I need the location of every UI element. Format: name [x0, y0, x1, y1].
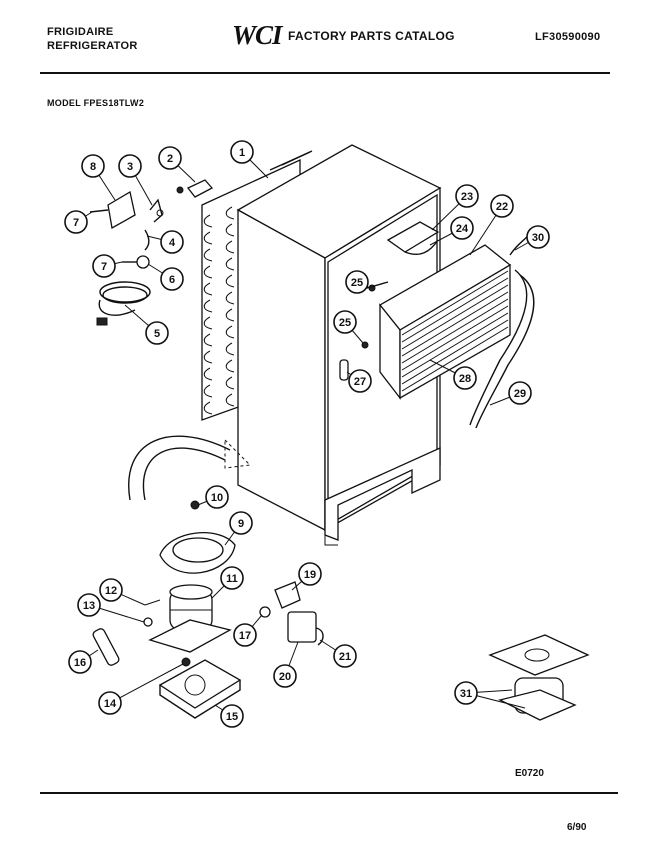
thermistor-27: [339, 359, 349, 381]
brand-line-1: FRIGIDAIRE: [47, 26, 114, 38]
callout-c7a: 7: [64, 210, 88, 234]
svg-text:23: 23: [461, 191, 473, 203]
spacer-14: [181, 657, 191, 667]
callout-c28: 28: [453, 366, 477, 390]
footer-rule: [40, 792, 618, 794]
callout-c31: 31: [454, 681, 478, 705]
drain-bracket: [386, 221, 440, 256]
callout-c21: 21: [333, 644, 357, 668]
callout-c25b: 25: [333, 310, 357, 334]
callout-c30: 30: [526, 225, 550, 249]
grommet-10: [190, 500, 200, 510]
callout-c7b: 7: [92, 254, 116, 278]
svg-text:5: 5: [154, 328, 160, 340]
svg-text:30: 30: [532, 232, 544, 244]
drain-tube: [128, 435, 231, 501]
callout-c24: 24: [450, 216, 474, 240]
svg-text:3: 3: [127, 161, 133, 173]
svg-text:8: 8: [90, 161, 96, 173]
callout-c2: 2: [158, 146, 182, 170]
drier-16: [92, 628, 120, 666]
callout-c11: 11: [220, 566, 244, 590]
evaporator-coil: [379, 231, 535, 429]
callout-c3: 3: [118, 154, 142, 178]
compressor-11: [148, 584, 232, 653]
model-label: MODEL FPES18TLW2: [47, 98, 145, 108]
callout-c15: 15: [220, 704, 244, 728]
callout-c1: 1: [230, 140, 254, 164]
svg-text:16: 16: [74, 657, 86, 669]
drawing-code: E0720: [515, 768, 544, 779]
callout-c20: 20: [273, 664, 297, 688]
svg-text:9: 9: [238, 518, 244, 530]
svg-text:28: 28: [459, 373, 471, 385]
callout-c13: 13: [77, 593, 101, 617]
svg-text:27: 27: [354, 376, 366, 388]
svg-text:7: 7: [101, 261, 107, 273]
svg-text:19: 19: [304, 569, 316, 581]
leader-line: [109, 663, 184, 704]
svg-text:11: 11: [226, 573, 238, 585]
clamp-2: [176, 179, 214, 198]
fan-motor-parts: [259, 581, 324, 646]
svg-text:14: 14: [104, 698, 117, 710]
svg-text:10: 10: [211, 492, 223, 504]
svg-text:25: 25: [339, 317, 351, 329]
callout-c14: 14: [98, 691, 122, 715]
callout-c25a: 25: [345, 270, 369, 294]
callout-c17: 17: [233, 623, 257, 647]
compressor-mount-9: [159, 532, 236, 574]
callout-c9: 9: [229, 511, 253, 535]
header-rule: [40, 72, 610, 74]
base-plate-15: [158, 659, 242, 719]
catalog-title: FACTORY PARTS CATALOG: [288, 29, 455, 43]
svg-text:24: 24: [456, 223, 469, 235]
svg-text:4: 4: [169, 237, 176, 249]
callout-c5: 5: [145, 321, 169, 345]
power-cord-5: [96, 281, 151, 326]
catalog-number: LF30590090: [535, 31, 601, 43]
svg-text:6: 6: [169, 274, 175, 286]
svg-text:1: 1: [239, 147, 245, 159]
relay-6: [122, 255, 150, 269]
callout-c16: 16: [68, 650, 92, 674]
callout-c23: 23: [455, 184, 479, 208]
callout-c8: 8: [81, 154, 105, 178]
clip-3: [149, 198, 164, 223]
svg-text:17: 17: [239, 630, 251, 642]
screw-25b: [361, 341, 369, 349]
compressor-detail-31: [488, 634, 590, 721]
callout-c29: 29: [508, 381, 532, 405]
callout-c22: 22: [490, 194, 514, 218]
callout-c4: 4: [160, 230, 184, 254]
svg-text:2: 2: [167, 153, 173, 165]
callout-c19: 19: [298, 562, 322, 586]
brand-line-2: REFRIGERATOR: [47, 40, 138, 52]
svg-text:15: 15: [226, 711, 238, 723]
callout-c12: 12: [99, 578, 123, 602]
clip-12: [144, 599, 161, 606]
svg-text:12: 12: [105, 585, 117, 597]
svg-text:21: 21: [339, 651, 351, 663]
svg-text:7: 7: [73, 217, 79, 229]
page-date: 6/90: [567, 822, 587, 833]
wire-4: [144, 229, 150, 251]
callout-c6: 6: [160, 267, 184, 291]
svg-text:29: 29: [514, 388, 526, 400]
svg-text:25: 25: [351, 277, 363, 289]
svg-text:13: 13: [83, 600, 95, 612]
svg-text:22: 22: [496, 201, 508, 213]
mounting-bracket-8: [89, 190, 136, 230]
nut-13: [143, 617, 153, 627]
wci-logo: WCI: [232, 20, 283, 50]
callout-c27: 27: [348, 369, 372, 393]
svg-text:31: 31: [460, 688, 472, 700]
callout-c10: 10: [205, 485, 229, 509]
svg-text:20: 20: [279, 671, 291, 683]
